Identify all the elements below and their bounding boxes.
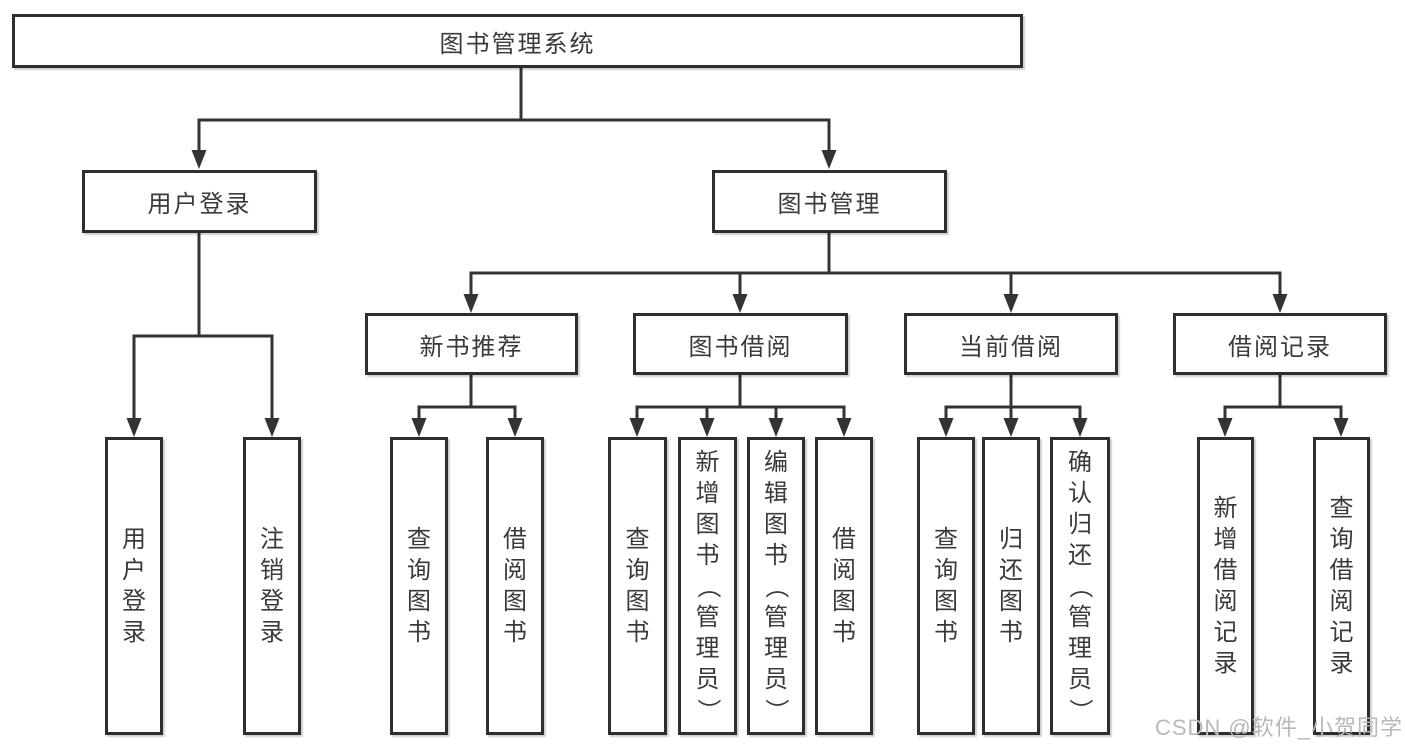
- node-user-login: 用户登录: [82, 170, 317, 233]
- connector-user-login-to-leaves: [126, 231, 280, 437]
- leaf-current-query-book-label: 查询图书: [934, 526, 958, 646]
- leaf-records-query-record-label: 查询借阅记录: [1329, 495, 1354, 677]
- leaf-current-confirm-return-admin-label: 确认归还（管理员）: [1066, 448, 1094, 723]
- leaf-current-return-book: 归还图书: [982, 437, 1040, 735]
- leaf-logout-label: 注销登录: [260, 526, 284, 646]
- leaf-logout: 注销登录: [243, 437, 301, 735]
- leaf-user-login-label: 用户登录: [122, 526, 146, 646]
- leaf-records-query-record: 查询借阅记录: [1313, 437, 1370, 735]
- leaf-borrow-edit-book-admin-label: 编辑图书（管理员）: [762, 448, 790, 723]
- leaf-borrow-add-book-admin-label: 新增图书（管理员）: [694, 448, 721, 723]
- connector-borrow-to-leaves: [629, 373, 852, 437]
- leaf-borrow-add-book-admin: 新增图书（管理员）: [678, 437, 737, 735]
- connector-current-to-leaves: [938, 373, 1088, 437]
- node-library-management-system: 图书管理系统: [12, 14, 1023, 68]
- leaf-current-return-book-label: 归还图书: [999, 526, 1023, 646]
- node-book-management: 图书管理: [712, 170, 947, 233]
- node-borrowing-records: 借阅记录: [1173, 313, 1387, 375]
- connector-root-to-level2: [191, 66, 837, 169]
- leaf-recommend-query-book-label: 查询图书: [407, 526, 431, 646]
- node-current-borrowing: 当前借阅: [904, 313, 1118, 375]
- leaf-borrow-edit-book-admin: 编辑图书（管理员）: [747, 437, 805, 735]
- leaf-user-login: 用户登录: [105, 437, 163, 735]
- leaf-borrow-borrow-book-label: 借阅图书: [832, 526, 856, 646]
- leaf-borrow-query-book: 查询图书: [608, 437, 667, 735]
- node-book-borrowing: 图书借阅: [633, 313, 848, 375]
- watermark: CSDN @软件_小贺同学: [1154, 715, 1403, 740]
- leaf-borrow-query-book-label: 查询图书: [625, 526, 650, 646]
- connector-records-to-leaves: [1217, 373, 1349, 437]
- leaf-borrow-borrow-book: 借阅图书: [815, 437, 873, 735]
- leaf-recommend-borrow-book: 借阅图书: [486, 437, 544, 735]
- leaf-current-query-book: 查询图书: [917, 437, 975, 735]
- leaf-recommend-borrow-book-label: 借阅图书: [503, 526, 527, 646]
- leaf-recommend-query-book: 查询图书: [390, 437, 448, 735]
- node-new-book-recommend: 新书推荐: [365, 313, 578, 375]
- connector-book-management-to-level3: [463, 231, 1288, 313]
- connector-recommend-to-leaves: [411, 373, 523, 437]
- leaf-records-add-record-label: 新增借阅记录: [1213, 495, 1238, 677]
- leaf-current-confirm-return-admin: 确认归还（管理员）: [1050, 437, 1110, 735]
- leaf-records-add-record: 新增借阅记录: [1197, 437, 1254, 735]
